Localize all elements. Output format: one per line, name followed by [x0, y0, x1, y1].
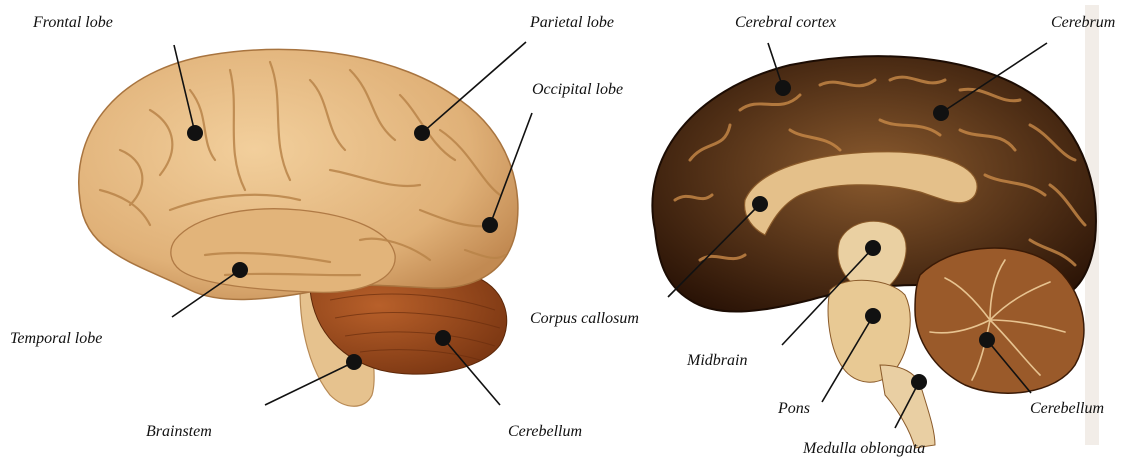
dot-occipital-lobe [482, 217, 498, 233]
label-cerebellum-section: Cerebellum [1030, 401, 1104, 417]
dot-temporal-lobe [232, 262, 248, 278]
dot-cerebrum [933, 105, 949, 121]
dot-cerebellum-model [435, 330, 451, 346]
dot-cerebellum-section [979, 332, 995, 348]
label-medulla-oblongata: Medulla oblongata [803, 441, 925, 457]
label-occipital-lobe: Occipital lobe [532, 82, 623, 98]
brain-model [79, 49, 518, 406]
label-pons: Pons [778, 401, 810, 417]
label-frontal-lobe: Frontal lobe [33, 15, 113, 31]
dot-corpus-callosum [752, 196, 768, 212]
label-brainstem: Brainstem [146, 424, 212, 440]
dot-pons [865, 308, 881, 324]
dot-brainstem [346, 354, 362, 370]
label-midbrain: Midbrain [687, 353, 747, 369]
section-medulla [880, 365, 935, 448]
label-cerebrum: Cerebrum [1051, 15, 1115, 31]
brain-section [652, 5, 1099, 448]
label-cerebellum-model: Cerebellum [508, 424, 582, 440]
dot-midbrain [865, 240, 881, 256]
label-corpus-callosum: Corpus callosum [530, 311, 639, 327]
dot-frontal-lobe [187, 125, 203, 141]
label-temporal-lobe: Temporal lobe [10, 331, 102, 347]
dot-cerebral-cortex [775, 80, 791, 96]
dot-medulla-oblongata [911, 374, 927, 390]
label-parietal-lobe: Parietal lobe [530, 15, 614, 31]
dot-parietal-lobe [414, 125, 430, 141]
label-cerebral-cortex: Cerebral cortex [735, 15, 836, 31]
